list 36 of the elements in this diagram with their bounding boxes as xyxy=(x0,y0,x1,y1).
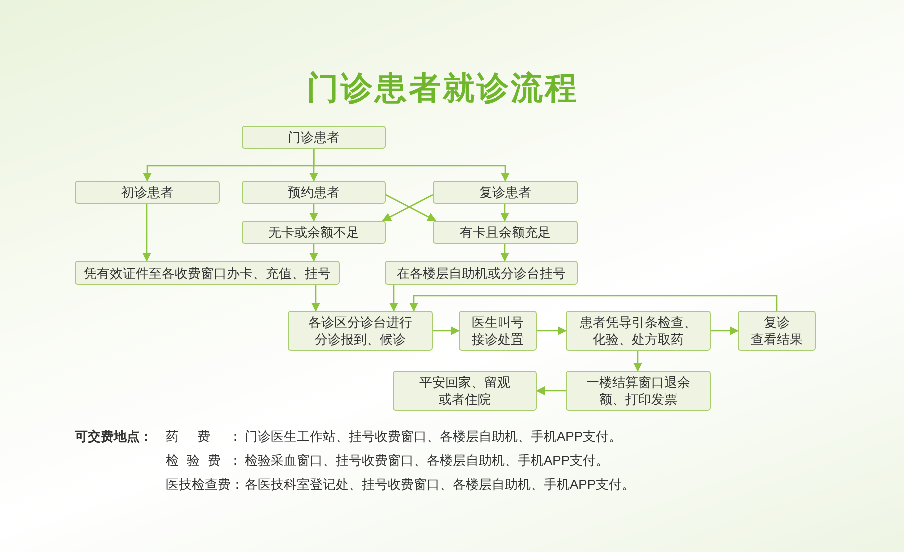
process-box: 凭有效证件至各收费窗口办卡、充值、挂号 xyxy=(75,261,340,285)
note-text: 药费： xyxy=(166,428,242,446)
arrow xyxy=(711,326,739,336)
process-box: 各诊区分诊台进行分诊报到、候诊 xyxy=(288,311,433,351)
note-text: 门诊医生工作站、挂号收费窗口、各楼层自助机、手机APP支付。 xyxy=(245,428,622,446)
process-box: 在各楼层自助机或分诊台挂号 xyxy=(385,261,578,285)
process-box: 无卡或余额不足 xyxy=(242,221,386,244)
arrow xyxy=(309,244,319,262)
arrow xyxy=(389,285,399,312)
arrow xyxy=(311,285,321,312)
note-text: 检验费： xyxy=(166,452,242,470)
arrow xyxy=(409,295,778,312)
arrow xyxy=(536,386,566,396)
process-box: 复诊患者 xyxy=(433,181,578,204)
process-box: 医生叫号接诊处置 xyxy=(459,311,537,351)
process-box: 有卡且余额充足 xyxy=(433,221,578,244)
note-text: 检验采血窗口、挂号收费窗口、各楼层自助机、手机APP支付。 xyxy=(245,452,610,470)
process-box: 门诊患者 xyxy=(242,126,386,149)
arrow xyxy=(142,204,152,262)
arrow xyxy=(633,351,643,372)
arrow xyxy=(433,326,460,336)
process-box: 一楼结算窗口退余额、打印发票 xyxy=(566,371,711,411)
process-box: 预约患者 xyxy=(242,181,386,204)
process-box: 复诊 查看结果 xyxy=(738,311,816,351)
arrow xyxy=(537,326,567,336)
arrow xyxy=(500,244,510,262)
process-box: 平安回家、留观或者住院 xyxy=(393,371,537,411)
title: 门诊患者就诊流程 xyxy=(306,69,580,108)
arrow xyxy=(313,149,510,182)
process-box: 初诊患者 xyxy=(75,181,220,204)
arrow xyxy=(500,204,510,222)
process-box: 患者凭导引条检查、化验、处方取药 xyxy=(566,311,711,351)
note-text: 可交费地点： xyxy=(75,428,153,446)
arrow xyxy=(309,204,319,222)
note-text: 医技检查费： xyxy=(166,476,242,494)
note-text: 各医技科室登记处、挂号收费窗口、各楼层自助机、手机APP支付。 xyxy=(245,476,636,494)
